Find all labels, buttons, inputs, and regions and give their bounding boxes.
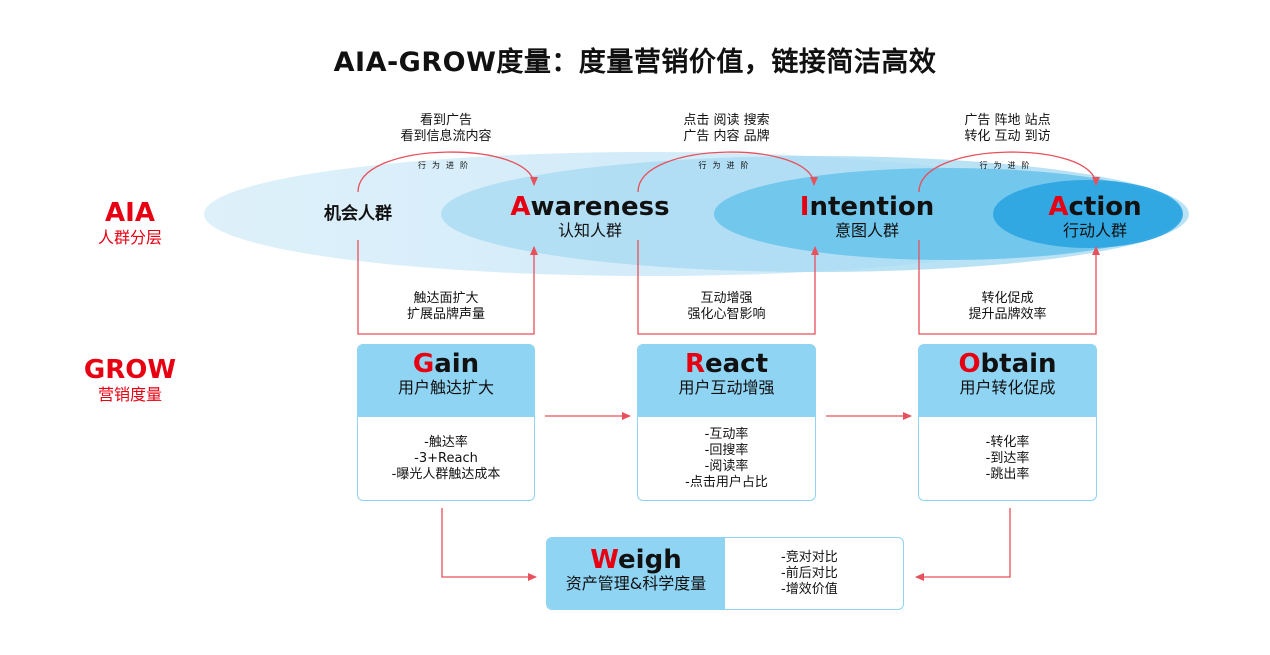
page-title: AIA-GROW度量：度量营销价值，链接简洁高效 [333, 47, 937, 78]
stage-opportunity-label: 机会人群 [324, 204, 392, 224]
behavior-label-1: 行为进阶 [418, 161, 474, 170]
card-weigh-title: Weigh [547, 546, 725, 574]
metric-item: -竞对对比 [781, 549, 838, 565]
arrow-obtain-weigh [915, 508, 1011, 581]
stage-awareness: Awareness 认知人群 [490, 193, 690, 241]
grow-side-label: GROW [83, 355, 177, 385]
top-annotation-2: 点击 阅读 搜索 广告 内容 品牌 [638, 113, 815, 145]
annotation-line: 转化 互动 到访 [964, 129, 1051, 144]
stage-intention-initial: I [799, 192, 810, 222]
annotation-line: 看到广告 [419, 113, 472, 128]
card-weigh: Weigh 资产管理&科学度量 -竞对对比 -前后对比 -增效价值 [546, 537, 904, 610]
metric-item: -3+Reach [414, 450, 478, 466]
annotation-line: 广告 阵地 站点 [964, 113, 1051, 128]
card-obtain-header: Obtain 用户转化促成 [918, 344, 1097, 417]
annotation-line: 强化心智影响 [687, 307, 766, 322]
metric-item: -回搜率 [704, 442, 749, 458]
metric-item: -点击用户占比 [685, 474, 768, 490]
aia-side-label: AIA [105, 198, 155, 228]
metric-item: -跳出率 [985, 466, 1030, 482]
annotation-line: 提升品牌效率 [968, 307, 1047, 322]
behavior-label-2: 行为进阶 [698, 161, 755, 170]
stage-awareness-rest: wareness [530, 192, 670, 222]
card-gain-rest: ain [434, 349, 480, 379]
stage-intention: Intention 意图人群 [767, 193, 967, 241]
card-obtain-title: Obtain [918, 350, 1097, 378]
card-obtain: Obtain 用户转化促成 -转化率 -到达率 -跳出率 [918, 344, 1097, 501]
card-weigh-header: Weigh 资产管理&科学度量 [547, 538, 725, 609]
metric-item: -前后对比 [781, 565, 838, 581]
metric-item: -到达率 [985, 450, 1030, 466]
annotation-line: 扩展品牌声量 [406, 307, 485, 322]
annotation-line: 广告 内容 品牌 [683, 129, 770, 144]
top-arc-1 [357, 151, 538, 193]
card-obtain-initial: O [958, 349, 981, 379]
annotation-line: 互动增强 [700, 291, 753, 306]
arrow-gain-weigh [441, 508, 537, 581]
aia-side-sublabel: 人群分层 [97, 228, 162, 247]
top-arc-2 [637, 151, 818, 193]
stage-action-title: Action [1010, 193, 1180, 221]
card-gain-title: Gain [357, 350, 535, 378]
card-weigh-sub: 资产管理&科学度量 [565, 574, 707, 593]
card-gain-initial: G [412, 349, 435, 379]
stage-intention-rest: ntention [809, 192, 935, 222]
stage-action: Action 行动人群 [1010, 193, 1180, 241]
card-react-rest: eact [705, 349, 769, 379]
metric-item: -互动率 [704, 426, 749, 442]
annotation-line: 看到信息流内容 [400, 129, 492, 144]
annotation-line: 转化促成 [981, 291, 1034, 306]
annotation-line: 点击 阅读 搜索 [683, 113, 770, 128]
card-weigh-initial: W [590, 545, 619, 575]
stage-awareness-title: Awareness [490, 193, 690, 221]
bottom-annotation-3: 转化促成 提升品牌效率 [919, 291, 1096, 323]
card-obtain-sub: 用户转化促成 [959, 378, 1056, 397]
stage-awareness-initial: A [510, 192, 531, 222]
stage-opportunity: 机会人群 [295, 204, 421, 224]
bottom-annotation-1: 触达面扩大 扩展品牌声量 [358, 291, 534, 323]
card-gain-header: Gain 用户触达扩大 [357, 344, 535, 417]
card-gain: Gain 用户触达扩大 -触达率 -3+Reach -曝光人群触达成本 [357, 344, 535, 501]
metric-item: -阅读率 [704, 458, 749, 474]
bottom-annotation-2: 互动增强 强化心智影响 [638, 291, 815, 323]
card-obtain-rest: btain [980, 349, 1057, 379]
stage-action-sub: 行动人群 [1062, 221, 1127, 240]
stage-intention-title: Intention [767, 193, 967, 221]
card-gain-sub: 用户触达扩大 [397, 378, 494, 397]
card-react: React 用户互动增强 -互动率 -回搜率 -阅读率 -点击用户占比 [637, 344, 816, 501]
top-arc-3 [918, 151, 1100, 193]
stage-action-initial: A [1048, 192, 1069, 222]
metric-item: -转化率 [985, 434, 1030, 450]
ellipse-action [993, 180, 1183, 248]
card-obtain-metrics: -转化率 -到达率 -跳出率 [918, 417, 1097, 501]
card-weigh-rest: eigh [618, 545, 682, 575]
metric-item: -曝光人群触达成本 [391, 466, 501, 482]
bottom-bracket-2 [637, 240, 819, 335]
behavior-label-3: 行为进阶 [979, 161, 1036, 170]
metric-item: -增效价值 [781, 581, 838, 597]
card-react-title: React [637, 350, 816, 378]
card-react-header: React 用户互动增强 [637, 344, 816, 417]
card-react-metrics: -互动率 -回搜率 -阅读率 -点击用户占比 [637, 417, 816, 501]
annotation-line: 触达面扩大 [413, 291, 479, 306]
grow-side-sublabel: 营销度量 [97, 385, 162, 404]
top-annotation-3: 广告 阵地 站点 转化 互动 到访 [919, 113, 1096, 145]
card-weigh-metrics: -竞对对比 -前后对比 -增效价值 [725, 538, 903, 609]
stage-action-rest: ction [1068, 192, 1142, 222]
card-react-sub: 用户互动增强 [678, 378, 775, 397]
card-react-initial: R [684, 349, 705, 379]
stage-awareness-sub: 认知人群 [557, 221, 622, 240]
top-annotation-1: 看到广告 看到信息流内容 [358, 113, 534, 145]
card-gain-metrics: -触达率 -3+Reach -曝光人群触达成本 [357, 417, 535, 501]
stage-intention-sub: 意图人群 [834, 221, 899, 240]
bottom-bracket-3 [918, 240, 1100, 335]
metric-item: -触达率 [424, 434, 468, 450]
bottom-bracket-1 [357, 240, 538, 335]
